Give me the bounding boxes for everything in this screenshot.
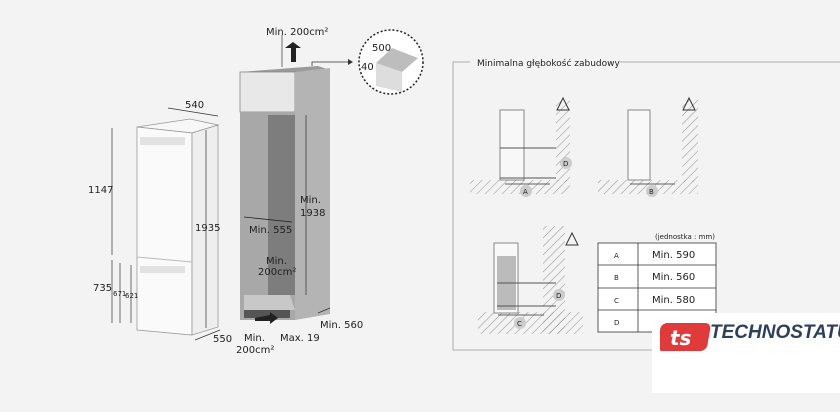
inner-width-label: Min. 555 <box>249 225 292 236</box>
cabinet-drawing: Min. 200cm² Min. 1938 Min. 555 Min. 200c… <box>236 27 424 356</box>
watermark-logo: ts TECHNOSTATUS <box>652 313 840 393</box>
fridge-width-label: 540 <box>185 100 204 111</box>
marker-a: A <box>523 188 528 196</box>
fridge-upper-height-label: 1147 <box>88 185 113 196</box>
table-value-a: Min. 590 <box>652 250 695 261</box>
table-key-c: C <box>614 297 619 305</box>
gap-label: Max. 19 <box>280 333 320 344</box>
table-key-d: D <box>614 319 619 327</box>
fridge-621-label: 621 <box>125 292 138 300</box>
fridge-671-label: 671 <box>113 290 126 298</box>
inner-height-label-1: Min. <box>300 195 321 206</box>
cabinet-depth-label: Min. 560 <box>320 320 363 331</box>
top-vent-label: Min. 200cm² <box>266 27 328 38</box>
svg-text:ts: ts <box>670 326 692 350</box>
unit-note: (jednostka : mm) <box>655 233 715 241</box>
inner-height-label-2: 1938 <box>300 208 325 219</box>
bottom-vent-label-1: Min. <box>244 333 265 344</box>
rear-vent-label-1: Min. <box>266 256 287 267</box>
ts-logo-icon: ts <box>660 323 711 351</box>
table-key-a: A <box>614 252 619 260</box>
marker-d-2: D <box>556 292 561 300</box>
table-value-c: Min. 580 <box>652 295 695 306</box>
depth-panel: Minimalna głębokość zabudowy A D B C D <box>452 58 840 351</box>
table-value-b: Min. 560 <box>652 272 695 283</box>
bottom-vent-label-2: 200cm² <box>236 345 274 356</box>
table-key-b: B <box>614 274 619 282</box>
marker-d-1: D <box>563 160 568 168</box>
brand-name: TECHNOSTATUS <box>710 322 840 343</box>
fridge-height-label: 1935 <box>195 223 220 234</box>
fridge-drawing: 540 1147 735 671 621 1935 550 <box>88 100 232 345</box>
panel-title: Minimalna głębokość zabudowy <box>477 58 620 69</box>
detail-40-label: 40 <box>361 62 374 73</box>
detail-500-label: 500 <box>372 43 391 54</box>
marker-c: C <box>517 320 522 328</box>
fridge-lower-height-label: 735 <box>93 283 112 294</box>
rear-vent-label-2: 200cm² <box>258 267 296 278</box>
fridge-depth-label: 550 <box>213 334 232 345</box>
marker-b: B <box>649 188 654 196</box>
